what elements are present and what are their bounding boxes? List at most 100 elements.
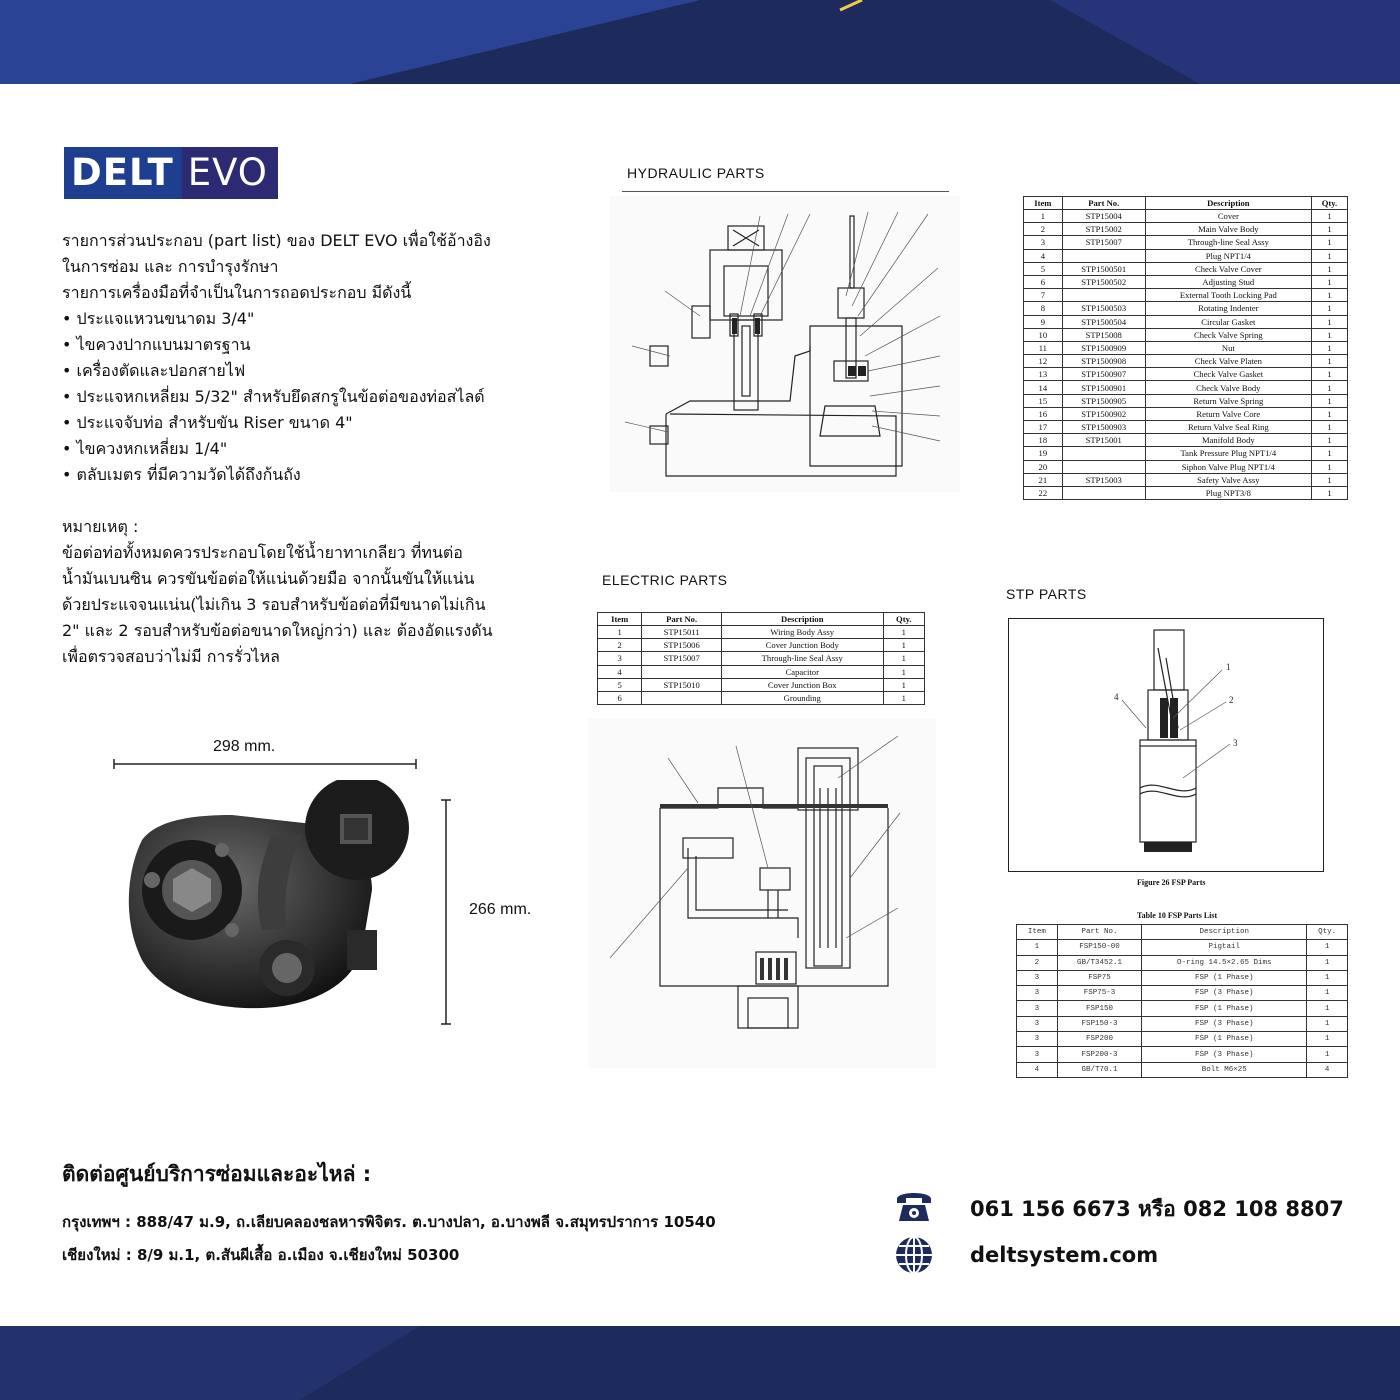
table-cell: 1 bbox=[1310, 380, 1349, 395]
table-cell: 1 bbox=[882, 677, 926, 692]
hydraulic-parts-title: HYDRAULIC PARTS bbox=[627, 165, 765, 181]
table-cell: Cover Junction Body bbox=[720, 638, 884, 653]
table-cell: 18 bbox=[1023, 433, 1063, 448]
website-link[interactable]: deltsystem.com bbox=[970, 1243, 1159, 1267]
table-cell: 21 bbox=[1023, 472, 1063, 487]
table-cell: STP1500504 bbox=[1061, 314, 1146, 329]
table-cell: 1 bbox=[596, 624, 643, 640]
table-cell: STP1500909 bbox=[1061, 340, 1146, 356]
table-cell bbox=[641, 690, 722, 706]
notes-line: ด้วยประแจจนแน่น(ไม่เกิน 3 รอบสำหรับข้อต่… bbox=[62, 595, 486, 614]
table-cell: 1 bbox=[1310, 301, 1349, 316]
svg-text:4: 4 bbox=[1114, 692, 1119, 702]
table-cell: STP15011 bbox=[641, 624, 722, 640]
table-cell: 1 bbox=[882, 638, 926, 653]
column-header: Item bbox=[1023, 196, 1063, 210]
table-cell: FSP150-3 bbox=[1056, 1015, 1143, 1033]
table-cell bbox=[1061, 288, 1146, 303]
hydraulic-title-rule bbox=[622, 191, 949, 192]
table-cell: 1 bbox=[1310, 485, 1349, 501]
table-cell: 1 bbox=[1310, 274, 1349, 290]
table-cell: Pigtail bbox=[1141, 939, 1308, 956]
table-cell: 1 bbox=[1310, 433, 1349, 448]
table-cell: STP1500908 bbox=[1061, 354, 1146, 369]
phone-numbers[interactable]: 061 156 6673 หรือ 082 108 8807 bbox=[970, 1197, 1344, 1221]
table-cell: STP15002 bbox=[1061, 222, 1146, 237]
table-cell: Check Valve Gasket bbox=[1144, 367, 1312, 382]
table-cell: 13 bbox=[1023, 367, 1063, 382]
electric-parts-title: ELECTRIC PARTS bbox=[602, 572, 728, 588]
table-cell: O-ring 14.5×2.65 Dims bbox=[1141, 954, 1308, 971]
table-cell: 6 bbox=[596, 690, 643, 706]
table-cell: 19 bbox=[1023, 446, 1063, 461]
tool-item: • ประแจแหวนขนาดม 3/4" bbox=[62, 309, 255, 328]
width-dimension-line bbox=[113, 759, 417, 769]
table-cell: 4 bbox=[1023, 248, 1063, 263]
table-cell: 11 bbox=[1023, 340, 1063, 356]
table-cell: 2 bbox=[1023, 222, 1063, 237]
svg-text:2: 2 bbox=[1229, 695, 1234, 705]
table-cell: Through-line Seal Assy bbox=[1144, 235, 1312, 250]
table-cell: 1 bbox=[1306, 1031, 1348, 1048]
table-cell: FSP200-3 bbox=[1056, 1046, 1143, 1063]
table-cell: 1 bbox=[1310, 248, 1349, 263]
table-cell: Siphon Valve Plug NPT1/4 bbox=[1144, 459, 1312, 474]
intro-line: ในการซ่อม และ การบำรุงรักษา bbox=[62, 257, 279, 276]
top-banner bbox=[0, 0, 1400, 84]
table-cell: FSP150-00 bbox=[1056, 939, 1143, 956]
table-cell: 16 bbox=[1023, 406, 1063, 422]
table-cell: 3 bbox=[1016, 1046, 1058, 1063]
notes-line: เพื่อตรวจสอบว่าไม่มี การรั่วไหล bbox=[62, 647, 280, 666]
table-cell: 1 bbox=[1310, 208, 1349, 224]
table-cell: 1 bbox=[1310, 446, 1349, 461]
table-cell: Plug NPT3/8 bbox=[1144, 485, 1312, 501]
table-cell: 10 bbox=[1023, 327, 1063, 342]
table-cell: Grounding bbox=[720, 690, 884, 706]
table-cell: 1 bbox=[1310, 340, 1349, 356]
bottom-banner bbox=[0, 1326, 1400, 1400]
column-header: Qty. bbox=[1306, 923, 1348, 941]
table-cell: 1 bbox=[1310, 222, 1349, 237]
table-cell: STP15004 bbox=[1061, 208, 1146, 224]
table-cell: 1 bbox=[1310, 288, 1349, 303]
table-cell: 1 bbox=[1306, 939, 1348, 956]
column-header: Description bbox=[1141, 923, 1308, 941]
table-cell: 1 bbox=[1310, 406, 1349, 422]
table-cell: 1 bbox=[1310, 235, 1349, 250]
logo-delt: DELT bbox=[64, 147, 182, 199]
table-cell: Check Valve Platen bbox=[1144, 354, 1312, 369]
svg-text:1: 1 bbox=[1226, 662, 1231, 672]
table-cell: STP1500503 bbox=[1061, 301, 1146, 316]
height-dimension-line bbox=[441, 799, 451, 1025]
table-cell: FSP (3 Phase) bbox=[1141, 985, 1308, 1002]
table-cell: 1 bbox=[882, 664, 926, 679]
table-cell: Main Valve Body bbox=[1144, 222, 1312, 237]
table-cell: 2 bbox=[596, 638, 643, 653]
column-header: Qty. bbox=[1310, 196, 1349, 210]
stp-parts-title: STP PARTS bbox=[1006, 586, 1087, 602]
column-header: Part No. bbox=[641, 612, 722, 626]
tool-item: • ไขควงหกเหลี่ยม 1/4" bbox=[62, 439, 228, 458]
table-cell: 3 bbox=[1016, 1031, 1058, 1048]
table-cell: FSP75 bbox=[1056, 969, 1143, 987]
table-cell: Bolt M6×25 bbox=[1141, 1061, 1308, 1078]
